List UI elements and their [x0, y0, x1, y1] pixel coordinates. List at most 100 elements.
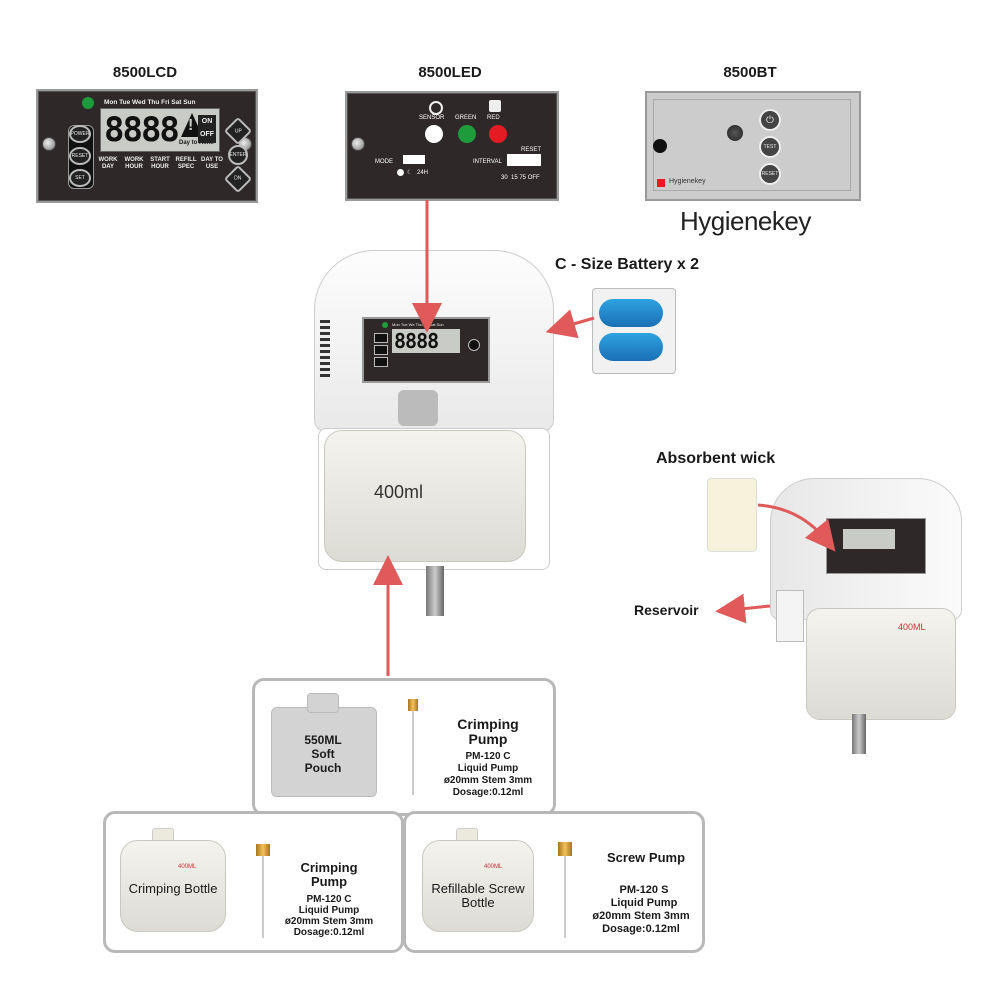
sensor-label: SENSOR [419, 115, 445, 121]
lcd-title: 8500LCD [112, 64, 178, 81]
crimping-pump-dosage: Dosage:0.12ml [293, 927, 365, 938]
warning-mark: ! [188, 117, 194, 134]
off-label: OFF [200, 131, 214, 138]
crimping-pump-icon [408, 699, 418, 711]
led-title: 8500LED [418, 64, 482, 81]
main-tank-volume: 400ml [374, 482, 424, 502]
screw-bottle-icon [422, 840, 534, 932]
power-button[interactable]: ⏻ [759, 109, 781, 131]
pouch-pump-stem: ø20mm Stem 3mm [443, 775, 533, 786]
bt-title: 8500BT [723, 64, 777, 81]
red-label: RED [487, 115, 500, 121]
pump-tube [262, 856, 264, 938]
crimping-pump-type: Liquid Pump [298, 905, 360, 916]
bluetooth-icon [489, 100, 501, 112]
main-reset-button[interactable] [374, 345, 388, 355]
moon-icon: ☾ [407, 170, 413, 176]
main-lcd-window: 8888 [392, 329, 460, 353]
main-power-button[interactable] [374, 333, 388, 343]
crimping-pump-icon [256, 844, 270, 856]
reservoir-icon [776, 590, 804, 642]
screw-container-label: Refillable Screw Bottle [431, 881, 525, 910]
pump-tube [564, 856, 566, 938]
side-lcd-window [843, 529, 895, 549]
red-light-icon [489, 125, 507, 143]
sensor-light-icon [425, 125, 443, 143]
mode-label: MODE [375, 159, 393, 165]
on-label: ON [201, 118, 213, 125]
battery-icon [599, 333, 663, 361]
screw-pump-model: PM-120 S [619, 884, 669, 896]
side-tank [806, 608, 956, 720]
arrow-battery-to-unit [545, 309, 595, 339]
side-nozzle [852, 714, 866, 754]
main-tank [324, 430, 526, 562]
screw-pump-stem: ø20mm Stem 3mm [592, 910, 690, 922]
pouch-pump-dosage: Dosage:0.12ml [452, 787, 524, 798]
nozzle [426, 566, 444, 616]
pouch-cap-icon [307, 693, 339, 713]
option-box-pouch: 550ML Soft Pouch Crimping Pump PM-120 C … [252, 678, 556, 816]
interval-label: INTERVAL [473, 159, 502, 165]
pouch-pump-type: Liquid Pump [457, 763, 519, 774]
power-button[interactable]: POWER [69, 125, 91, 143]
crimping-pump-stem: ø20mm Stem 3mm [284, 916, 374, 927]
screw-pump-icon [558, 842, 572, 856]
test-button[interactable]: TEST [759, 136, 781, 158]
screw-bottle-mark: 400ML [484, 864, 503, 870]
brand-logo: Hygienekey [680, 206, 811, 236]
pouch-container-label: 550ML Soft Pouch [304, 733, 342, 775]
crimping-pump-model: PM-120 C [306, 894, 352, 905]
option-box-screw: 400ML Refillable Screw Bottle Screw Pump… [403, 811, 705, 953]
work-day-label: WORK DAY [98, 157, 118, 170]
crimping-bottle-mark: 400ML [178, 864, 197, 870]
bt-panel: ⏻ TEST RESET Hygienekey [645, 91, 861, 201]
reset-button[interactable]: RESET [759, 163, 781, 185]
battery-label: C - Size Battery x 2 [555, 256, 700, 273]
lcd-digits: 8888 [104, 110, 180, 150]
mini-brand: Hygienekey [669, 178, 706, 185]
interval-values: 30 15 75 OFF [501, 175, 540, 181]
side-dispenser: 400ML [770, 478, 965, 758]
absorbent-wick-label: Absorbent wick [656, 450, 776, 467]
mode-24h-label: 24H [417, 170, 429, 176]
main-lcd-digits: 8888 [394, 329, 439, 353]
pouch-pump-title: Crimping Pump [457, 716, 519, 747]
mode-switch[interactable] [403, 155, 425, 164]
lcd-window: 8888 ! Day to Refill [100, 108, 220, 152]
side-tank-mark: 400ML [898, 622, 926, 632]
crimping-container-label: Crimping Bottle [128, 881, 218, 896]
pump-neck [398, 390, 438, 426]
brand-logo-icon [657, 179, 665, 187]
warning-icon [181, 113, 203, 137]
screw-icon [42, 137, 56, 151]
refill-spec-label: REFILL SPEC [175, 157, 197, 170]
battery-icon [599, 299, 663, 327]
screw-pump-dosage: Dosage:0.12ml [602, 923, 680, 935]
crimping-bottle-icon [120, 840, 226, 932]
interval-switch[interactable] [507, 154, 541, 166]
crimping-pump-title: Crimping Pump [300, 860, 358, 889]
sensor-icon [727, 125, 743, 141]
reset-button[interactable]: RESET [69, 147, 91, 165]
lcd-panel: Mon Tue Wed Thu Fri Sat Sun 8888 ! Day t… [36, 89, 258, 203]
battery-pack [592, 288, 676, 374]
main-enter-button[interactable] [468, 339, 480, 351]
option-box-crimping: 400ML Crimping Bottle Crimping Pump PM-1… [103, 811, 404, 953]
pouch-pump-model: PM-120 C [465, 751, 511, 762]
screw-pump-type: Liquid Pump [610, 897, 678, 909]
work-hour-label: WORK HOUR [124, 157, 144, 170]
enter-button[interactable]: ENTER [228, 145, 248, 165]
day-to-refill: Day to Refill [179, 140, 214, 146]
main-set-button[interactable] [374, 357, 388, 367]
lcd-days: Mon Tue Wed Thu Fri Sat Sun [104, 99, 196, 106]
start-hour-label: START HOUR [150, 157, 170, 170]
set-button[interactable]: SET [69, 169, 91, 187]
screw-icon [653, 139, 667, 153]
pump-tube [412, 711, 414, 795]
arrow-reservoir [715, 593, 771, 624]
green-light-icon [458, 125, 476, 143]
status-led-icon [382, 322, 388, 328]
sun-icon [397, 169, 404, 176]
